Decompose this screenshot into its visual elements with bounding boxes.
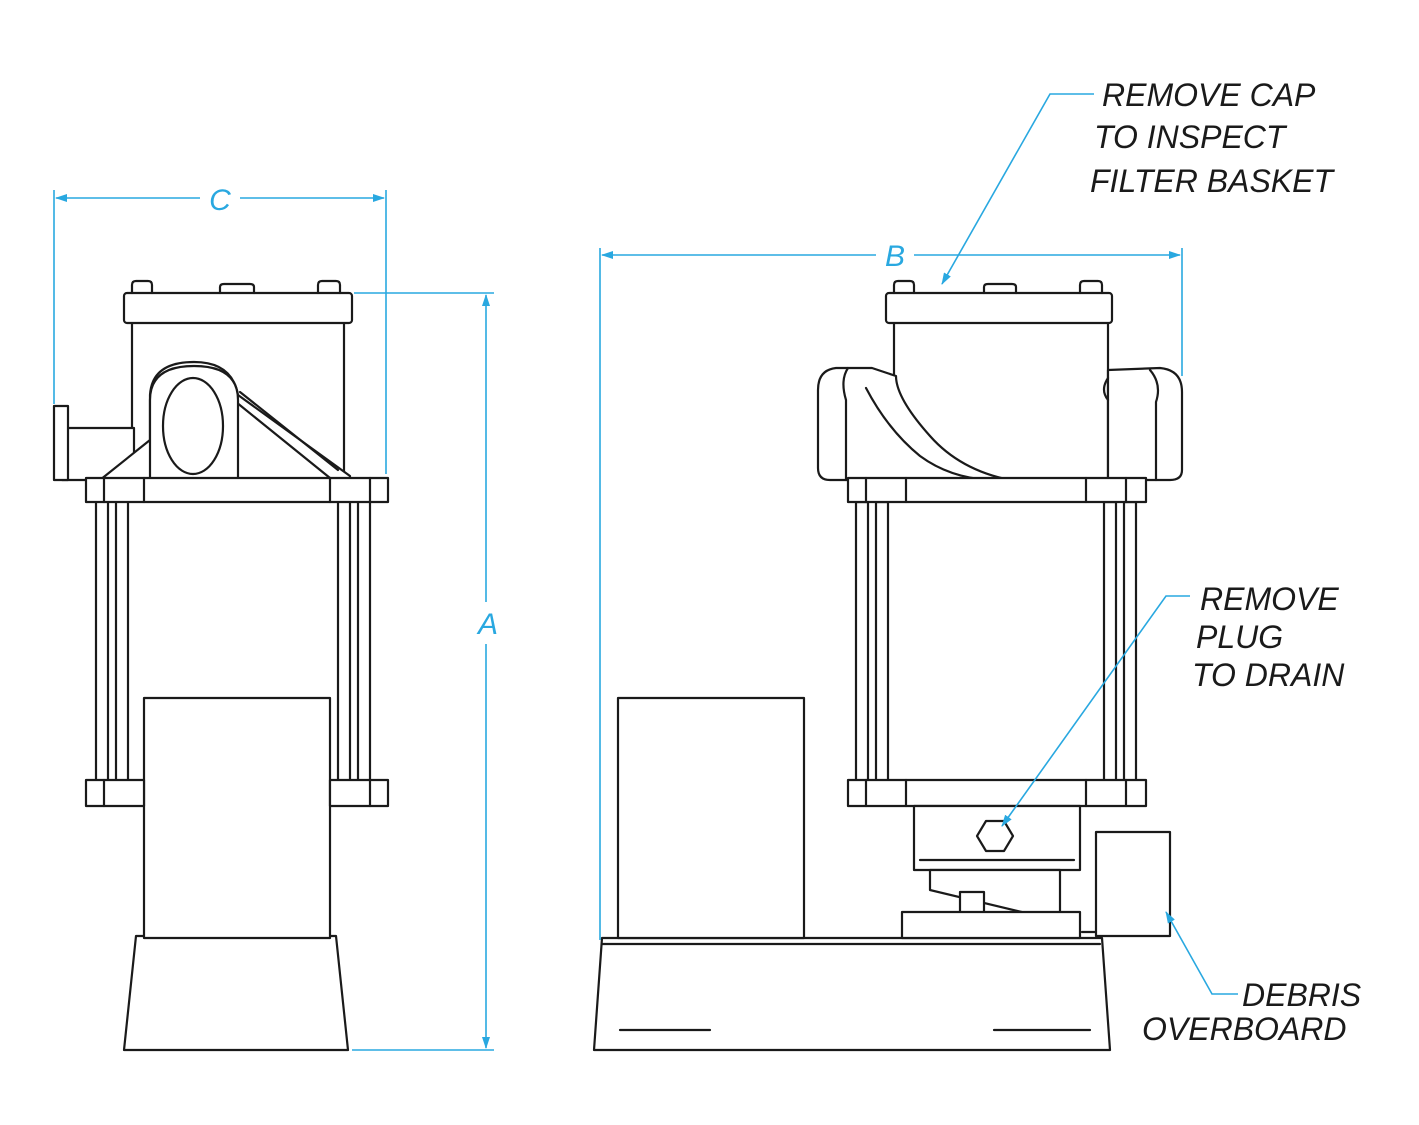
side-port-opening [161,376,225,476]
side-rod-left [94,498,110,784]
dimension-a-label: A [476,608,498,641]
drain-plug [975,819,1015,853]
side-lower-flange-right [328,778,390,808]
front-cap [884,291,1114,325]
callout-debris-overboard: DEBRIS OVERBOARD [1142,911,1361,1047]
dimension-c-label: C [209,184,231,217]
front-valve-stem [958,890,986,916]
callout-debris-line-2: OVERBOARD [1142,1011,1346,1047]
side-cap [122,291,354,325]
dimension-b-label: B [885,240,905,273]
front-upper-flange [846,476,1148,504]
callout-debris-line-1: DEBRIS [1242,977,1361,1013]
debris-outlet-box [1094,830,1172,938]
side-rod-right [336,498,352,784]
front-rod-left [854,500,870,784]
callout-cap-line-3: FILTER BASKET [1090,163,1335,199]
front-motor [616,696,806,940]
side-motor [142,696,332,940]
front-valve-wedge [928,868,1062,916]
front-rod-left-2 [874,500,890,784]
front-rod-right [1102,500,1118,784]
side-view [52,279,390,1052]
callout-cap-line-1: REMOVE CAP [1102,77,1316,113]
callout-plug-line-3: TO DRAIN [1192,657,1345,693]
front-valve-base [900,910,1082,940]
callout-plug-line-2: PLUG [1196,619,1283,655]
side-rod-right-2 [356,498,372,784]
dimension-c: C [53,184,387,474]
side-inlet-flange [52,404,70,482]
side-base [122,934,350,1052]
front-base [592,936,1112,1052]
dimension-a: A [352,292,498,1051]
front-rod-right-2 [1122,500,1138,784]
side-upper-flange [84,476,390,504]
callout-remove-plug: REMOVE PLUG TO DRAIN [1001,581,1345,827]
callout-plug-line-1: REMOVE [1200,581,1339,617]
front-view [592,279,1184,1052]
side-rod-left-2 [114,498,130,784]
side-lower-flange-left [84,778,146,808]
front-lower-flange [846,778,1148,808]
callout-cap-line-2: TO INSPECT [1094,119,1288,155]
front-port-right [1106,366,1184,482]
callout-remove-cap: REMOVE CAP TO INSPECT FILTER BASKET [941,77,1335,285]
